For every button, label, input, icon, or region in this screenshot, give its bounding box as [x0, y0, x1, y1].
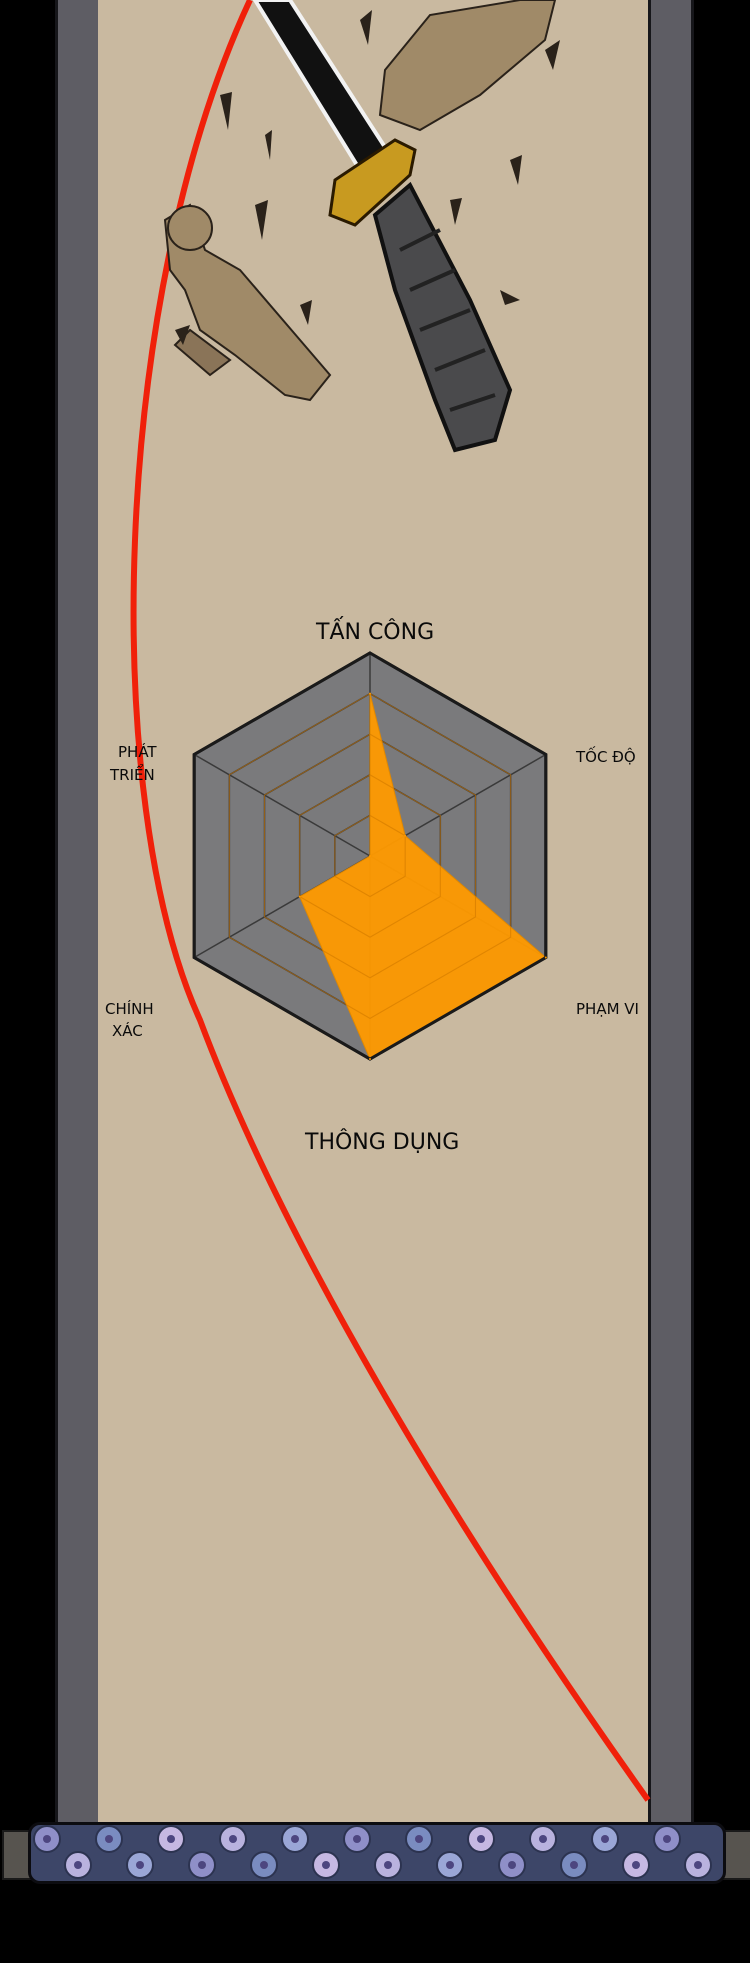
radar-point: [369, 1058, 371, 1060]
flower-center-icon: [446, 1861, 454, 1869]
sword-icon: [252, 0, 513, 453]
radar-point: [544, 956, 547, 959]
scroll-right-rail: [648, 0, 694, 1828]
flower-center-icon: [384, 1861, 392, 1869]
axis-label-attack: TẤN CÔNG: [316, 620, 435, 645]
radar-point: [369, 855, 371, 857]
flower-center-icon: [570, 1861, 578, 1869]
flower-center-icon: [291, 1835, 299, 1843]
floral-pattern-icon: [33, 1825, 712, 1879]
flower-center-icon: [260, 1861, 268, 1869]
flower-center-icon: [322, 1861, 330, 1869]
radar-point: [298, 895, 301, 898]
flower-center-icon: [353, 1835, 361, 1843]
radar-grid-ring-overlay: [299, 774, 441, 938]
flower-center-icon: [43, 1835, 51, 1843]
axis-label-versatility: THÔNG DỤNG: [305, 1130, 460, 1155]
flower-center-icon: [229, 1835, 237, 1843]
flower-center-icon: [198, 1861, 206, 1869]
axis-label-accuracy-line1: CHÍNH: [105, 1000, 154, 1018]
flower-center-icon: [508, 1861, 516, 1869]
flower-center-icon: [601, 1835, 609, 1843]
axis-label-speed: TỐC ĐỘ: [576, 748, 636, 766]
flower-center-icon: [539, 1835, 547, 1843]
flower-center-icon: [477, 1835, 485, 1843]
flower-center-icon: [74, 1861, 82, 1869]
flower-center-icon: [632, 1861, 640, 1869]
radar-chart: [192, 651, 548, 1061]
wooden-figure-icon: [163, 203, 332, 402]
flower-center-icon: [663, 1835, 671, 1843]
radar-point: [369, 692, 371, 695]
flower-center-icon: [694, 1861, 702, 1869]
radar-point: [404, 834, 407, 837]
flower-center-icon: [136, 1861, 144, 1869]
flower-center-icon: [167, 1835, 175, 1843]
radar-grid-ring-overlay: [228, 693, 512, 1019]
axis-label-range: PHẠM VI: [576, 1000, 639, 1018]
flower-center-icon: [415, 1835, 423, 1843]
wooden-debris-icon: [175, 0, 560, 345]
flower-center-icon: [105, 1835, 113, 1843]
radar-spoke: [193, 753, 371, 857]
axis-label-growth-line1: PHÁT: [118, 743, 157, 761]
radar-grid-ring-overlay: [264, 733, 476, 979]
floral-scroll-roller: [28, 1822, 726, 1884]
axis-label-accuracy-line2: XÁC: [112, 1022, 143, 1040]
axis-label-growth-line2: TRIỂN: [110, 766, 155, 784]
red-arc-line: [130, 0, 651, 1802]
